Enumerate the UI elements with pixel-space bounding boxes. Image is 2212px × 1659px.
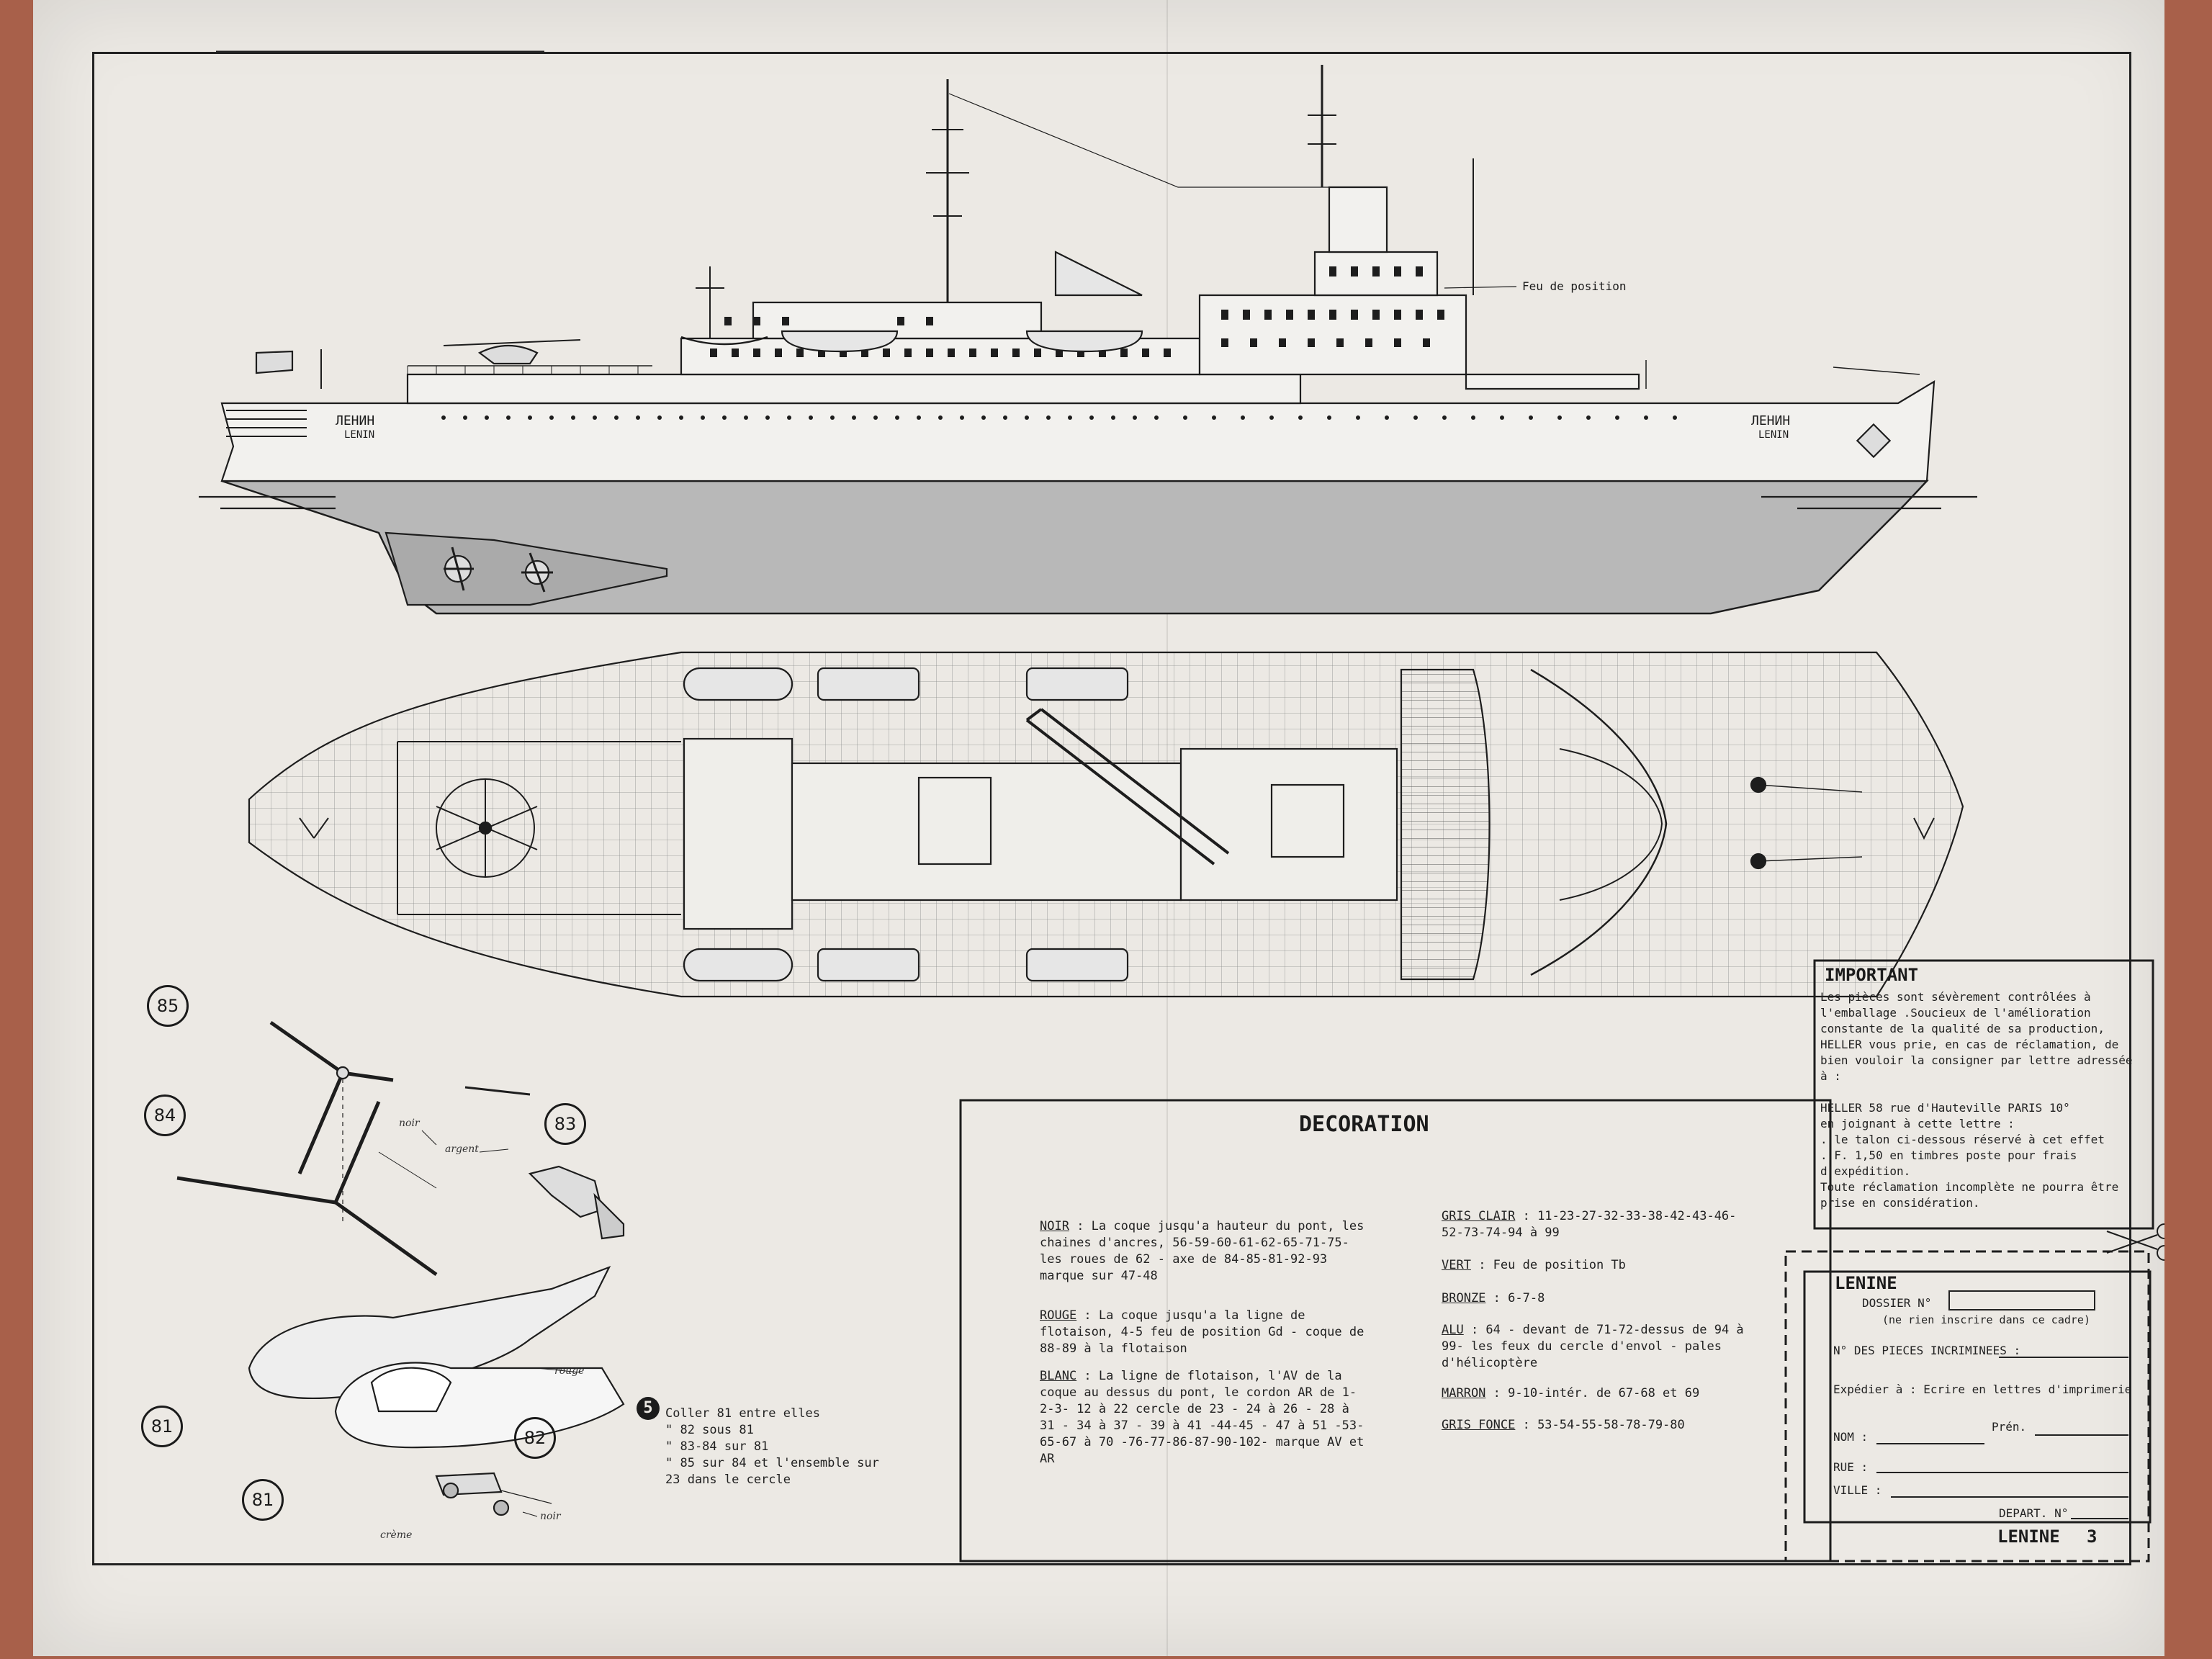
form-inner-outline <box>1803 1270 2152 1524</box>
decoration-rouge: ROUGE : La coque jusqu'a la ligne de flo… <box>1040 1308 1364 1356</box>
decoration-bronze: BRONZE : 6-7-8 <box>1442 1291 1545 1305</box>
form-depart-field[interactable] <box>2071 1518 2128 1519</box>
hull-name-latin-bow: LENIN <box>1758 429 1789 441</box>
drawing-frame <box>92 52 2131 1565</box>
decoration-gris-fonce: GRIS FONCE : 53-54-55-58-78-79-80 <box>1442 1418 1685 1432</box>
form-box-outline <box>1784 1250 2150 1563</box>
form-expedier-label: Expédier à : Ecrire en lettres d'imprime… <box>1833 1382 2132 1396</box>
form-dossier-label: DOSSIER N° <box>1862 1296 1932 1310</box>
label-noir-rotor: noir <box>399 1118 420 1129</box>
form-rue-field[interactable] <box>1876 1472 2128 1473</box>
form-rue-label: RUE : <box>1833 1460 1869 1474</box>
part-82-badge: 82 <box>514 1417 556 1459</box>
label-creme: crème <box>380 1529 413 1541</box>
important-body: Les pièces sont sévèrement contrôlées à … <box>1820 990 2133 1210</box>
decoration-alu: ALU : 64 - devant de 71-72-dessus de 94 … <box>1442 1323 1744 1370</box>
scissors-icon <box>2106 1223 2164 1261</box>
important-title: IMPORTANT <box>1825 965 1919 985</box>
part-85-badge: 85 <box>147 985 189 1027</box>
form-pieces-label: N° DES PIECES INCRIMINEES : <box>1833 1344 2021 1357</box>
step-5-badge: 5 <box>637 1397 660 1420</box>
important-box-outline <box>1813 959 2154 1230</box>
decoration-title: DECORATION <box>1299 1112 1429 1137</box>
decoration-vert: VERT : Feu de position Tb <box>1442 1258 1626 1272</box>
part-84-badge: 84 <box>144 1094 186 1136</box>
form-title: LENINE <box>1835 1273 1897 1293</box>
step-5-text: Coller 81 entre elles " 82 sous 81 " 83-… <box>665 1406 879 1487</box>
form-dossier-note: (ne rien inscrire dans ce cadre) <box>1882 1313 2090 1326</box>
decoration-blanc: BLANC : La ligne de flotaison, l'AV de l… <box>1040 1369 1364 1466</box>
decoration-noir: NOIR : La coque jusqu'a hauteur du pont,… <box>1040 1219 1364 1283</box>
label-rouge: rouge <box>554 1365 585 1377</box>
hull-name-latin-stern: LENIN <box>344 429 375 441</box>
helicopter-exploded <box>176 1020 625 1517</box>
decoration-gris-clair: GRIS CLAIR : 11-23-27-32-33-38-42-43-46-… <box>1442 1209 1737 1240</box>
decoration-box-outline <box>959 1099 1832 1563</box>
form-prenom-label: Prén. <box>1992 1420 2027 1434</box>
hull-name-cyrillic-stern: ЛЕНИН <box>336 413 375 428</box>
label-noir-skid: noir <box>540 1511 561 1522</box>
instruction-sheet: ЛЕНИН LENIN ЛЕНИН LENIN Feu de position … <box>33 0 2164 1656</box>
form-ville-field[interactable] <box>1891 1496 2128 1498</box>
plan-view <box>248 651 1964 998</box>
decoration-marron: MARRON : 9-10-intér. de 67-68 et 69 <box>1442 1386 1700 1401</box>
feu-position-label: Feu de position <box>1522 279 1627 293</box>
form-depart-label: DEPART. N° <box>1999 1506 2069 1520</box>
part-81-badge-a: 81 <box>141 1406 183 1447</box>
label-argent: argent <box>445 1143 479 1155</box>
part-81-badge-b: 81 <box>242 1479 284 1521</box>
form-nom-field[interactable] <box>1876 1443 1984 1444</box>
form-dossier-field[interactable] <box>1948 1290 2095 1310</box>
form-ville-label: VILLE : <box>1833 1483 1882 1497</box>
part-83-badge: 83 <box>544 1103 586 1145</box>
form-prenom-field[interactable] <box>2035 1434 2128 1436</box>
ship-drawings <box>176 50 2164 1563</box>
footer-page-number: 3 <box>2087 1527 2098 1547</box>
hull-name-cyrillic-bow: ЛЕНИН <box>1751 413 1791 428</box>
form-pieces-field[interactable] <box>1999 1357 2128 1358</box>
form-nom-label: NOM : <box>1833 1430 1869 1444</box>
footer-model-name: LENINE <box>1997 1527 2060 1547</box>
side-elevation <box>199 65 1977 615</box>
